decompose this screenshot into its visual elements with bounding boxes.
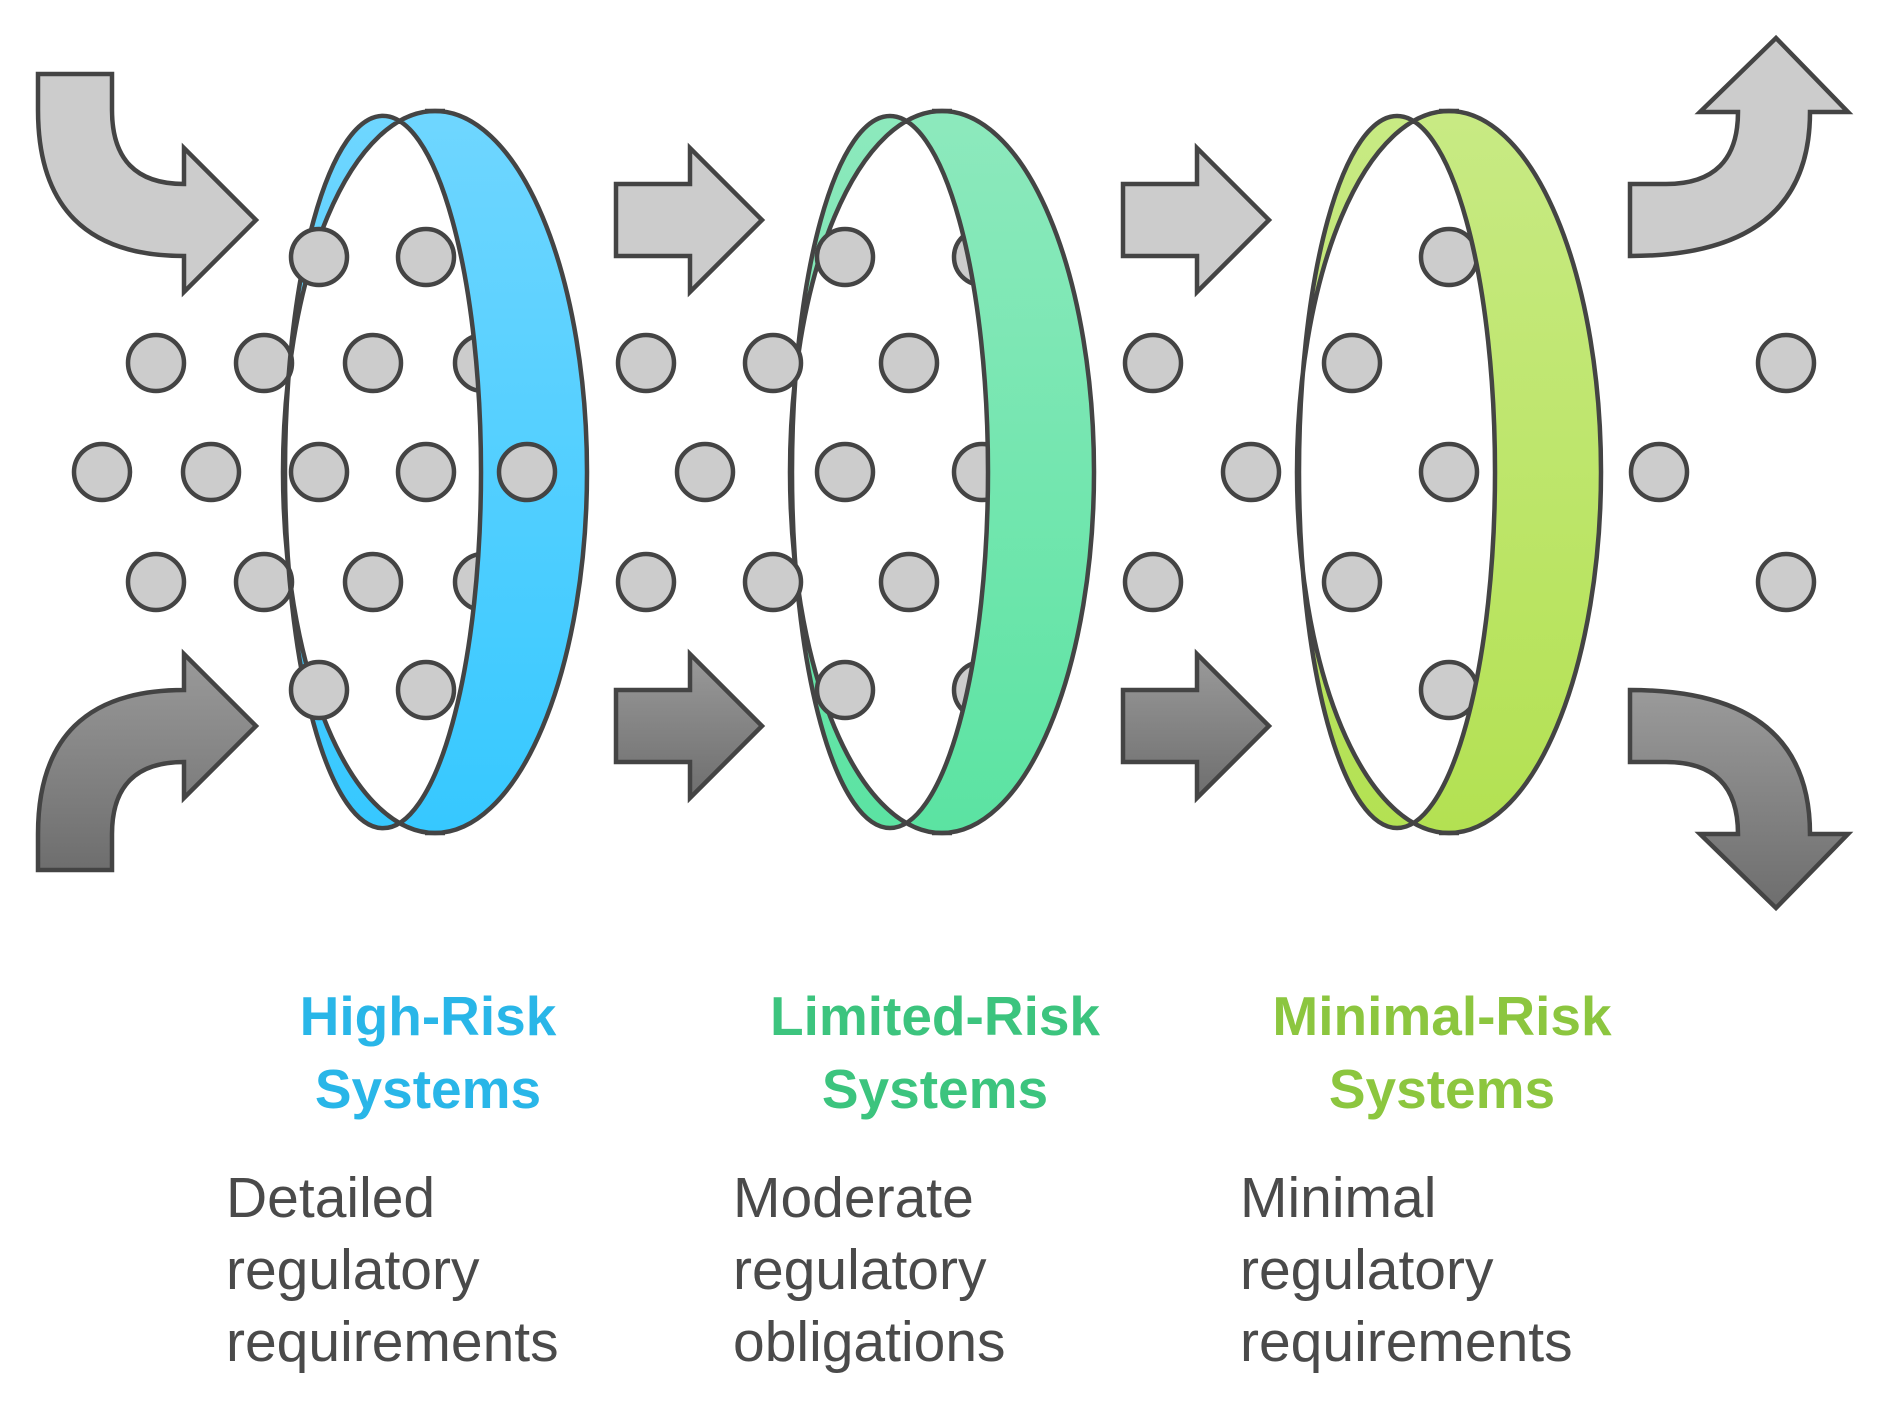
ring-band — [787, 108, 1097, 836]
particle-dot — [1755, 332, 1817, 394]
particle-dot — [395, 659, 457, 721]
particle-dot — [878, 332, 940, 394]
straight-arrow-top — [1120, 142, 1273, 298]
stage-description-line: regulatory — [226, 1238, 480, 1302]
particle-dot — [342, 332, 404, 394]
particle-dot — [814, 441, 876, 503]
stage-title-line: Limited-Risk — [769, 985, 1101, 1047]
particle-dot — [288, 441, 350, 503]
filter-ring-high-risk — [280, 108, 590, 836]
particle-dot — [125, 551, 187, 613]
particle-dot — [1220, 441, 1282, 503]
particle-dot — [395, 441, 457, 503]
stage-description-line: Moderate — [733, 1166, 974, 1230]
stage-title-line: High-Risk — [299, 985, 557, 1047]
stage-description-line: Detailed — [226, 1166, 436, 1230]
particle-dot — [71, 441, 133, 503]
ring-band — [1294, 108, 1604, 836]
straight-arrow-bottom — [1120, 648, 1273, 804]
ring-band — [280, 108, 590, 836]
particle-dot — [233, 332, 295, 394]
stage-description-line: Minimal — [1240, 1166, 1437, 1230]
stage-title-line: Minimal-Risk — [1272, 985, 1612, 1047]
particle-dot — [615, 332, 677, 394]
particle-dot — [814, 226, 876, 288]
flow-arrows — [35, 34, 1854, 912]
particle-dots-front — [288, 226, 1383, 721]
stage-description-line: requirements — [1240, 1310, 1573, 1374]
particle-dot — [1122, 551, 1184, 613]
stage-title-line: Systems — [314, 1058, 542, 1120]
particle-dot — [496, 441, 558, 503]
straight-arrow-bottom — [613, 648, 766, 804]
filter-ring-limited-risk — [787, 108, 1097, 836]
curved-arrow-out-top — [1627, 34, 1854, 259]
curved-arrow-out-bottom — [1627, 687, 1854, 912]
particle-dot — [288, 659, 350, 721]
particle-dot — [1122, 332, 1184, 394]
stage-description-line: requirements — [226, 1310, 559, 1374]
filter-ring-minimal-risk — [1294, 108, 1604, 836]
stage-title-line: Systems — [1328, 1058, 1556, 1120]
stage-title-line: Systems — [821, 1058, 1049, 1120]
particle-dot — [180, 441, 242, 503]
particle-dot — [615, 551, 677, 613]
particle-dot — [395, 226, 457, 288]
stage-title-minimal-risk: Minimal-Risk Systems — [1232, 980, 1652, 1126]
stage-title-high-risk: High-Risk Systems — [218, 980, 638, 1126]
particle-dot — [1321, 551, 1383, 613]
particle-dot — [814, 659, 876, 721]
stage-description-high-risk: Detailed regulatory requirements — [226, 1162, 666, 1378]
particle-dot — [878, 551, 940, 613]
particle-dot — [742, 551, 804, 613]
particle-dot — [342, 551, 404, 613]
curved-arrow-in-bottom — [35, 648, 260, 873]
stage-description-limited-risk: Moderate regulatory obligations — [733, 1162, 1173, 1378]
stage-description-minimal-risk: Minimal regulatory requirements — [1240, 1162, 1680, 1378]
particle-dot — [1321, 332, 1383, 394]
stage-title-limited-risk: Limited-Risk Systems — [725, 980, 1145, 1126]
stage-description-line: regulatory — [1240, 1238, 1494, 1302]
particle-dot — [742, 332, 804, 394]
straight-arrow-top — [613, 142, 766, 298]
stage-description-line: obligations — [733, 1310, 1006, 1374]
curved-arrow-in-top — [35, 71, 260, 298]
particle-dot — [125, 332, 187, 394]
particle-dot — [674, 441, 736, 503]
stage-description-line: regulatory — [733, 1238, 987, 1302]
particle-dot — [1755, 551, 1817, 613]
particle-dot — [288, 226, 350, 288]
filter-rings — [280, 108, 1604, 836]
particle-dot — [233, 551, 295, 613]
particle-dot — [1628, 441, 1690, 503]
particle-dot — [1418, 441, 1480, 503]
